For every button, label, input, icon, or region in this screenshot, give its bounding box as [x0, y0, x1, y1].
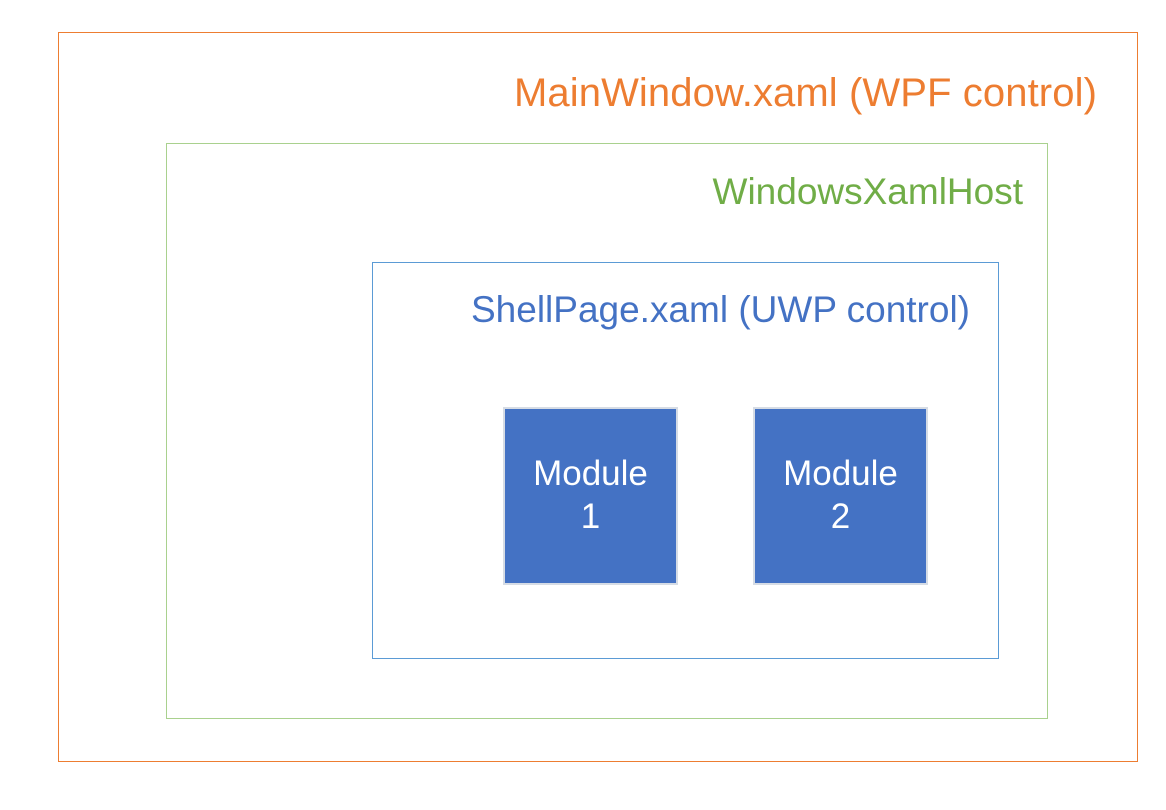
- module-box-2: Module 2: [753, 407, 928, 585]
- module-2-name: Module: [783, 454, 898, 494]
- module-1-number: 1: [580, 497, 601, 536]
- layer-box-shellpage: ShellPage.xaml (UWP control) Module 1 Mo…: [372, 262, 999, 659]
- layer-box-windowsxamlhost: WindowsXamlHost ShellPage.xaml (UWP cont…: [166, 143, 1048, 719]
- layer-label-wpf: MainWindow.xaml (WPF control): [513, 71, 1097, 115]
- modules-row: Module 1 Module 2: [373, 407, 998, 587]
- module-box-1: Module 1: [503, 407, 678, 585]
- layer-label-windowsxamlhost: WindowsXamlHost: [712, 171, 1023, 212]
- module-1-name: Module: [533, 454, 648, 494]
- layer-box-wpf: MainWindow.xaml (WPF control) WindowsXam…: [58, 32, 1138, 762]
- layer-label-shellpage: ShellPage.xaml (UWP control): [471, 289, 970, 330]
- module-2-number: 2: [830, 497, 851, 536]
